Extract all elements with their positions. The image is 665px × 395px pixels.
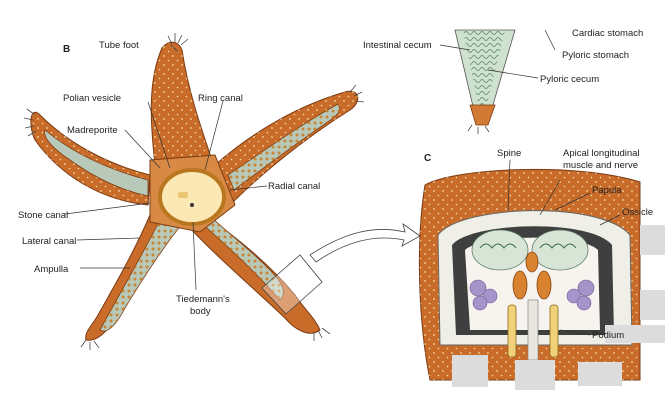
label-madreporite: Madreporite: [67, 125, 118, 136]
label-radial-canal: Radial canal: [268, 181, 320, 192]
label-apical-line1: Apical longitudinal: [563, 148, 640, 159]
label-apical-line2: muscle and nerve: [563, 160, 638, 171]
label-tiedemann-line1: Tiedemann's: [176, 294, 230, 305]
label-ring-canal: Ring canal: [198, 93, 243, 104]
label-intestinal-cecum: Intestinal cecum: [363, 40, 432, 51]
label-tube-foot: Tube foot: [99, 40, 139, 51]
label-stone-canal: Stone canal: [18, 210, 68, 221]
ring-canal-shape: [160, 170, 224, 224]
label-pyloric-stomach: Pyloric stomach: [562, 50, 629, 61]
pyloric-cecum-fragment: [455, 30, 515, 134]
panel-b-letter: B: [63, 44, 70, 55]
label-podium: Podium: [592, 330, 624, 341]
panel-c-letter: C: [424, 153, 431, 164]
label-tiedemann-line2: body: [190, 306, 211, 317]
label-cardiac-stomach: Cardiac stomach: [572, 28, 643, 39]
label-pyloric-cecum: Pyloric cecum: [540, 74, 599, 85]
arm-cross-section: [419, 169, 640, 380]
label-spine: Spine: [497, 148, 521, 159]
label-polian-vesicle: Polian vesicle: [63, 93, 121, 104]
label-ampulla: Ampulla: [34, 264, 69, 275]
pointer-arrow: [310, 224, 420, 262]
label-papula: Papula: [592, 185, 622, 196]
label-ossicle: Ossicle: [622, 207, 653, 218]
label-lateral-canal: Lateral canal: [22, 236, 76, 247]
